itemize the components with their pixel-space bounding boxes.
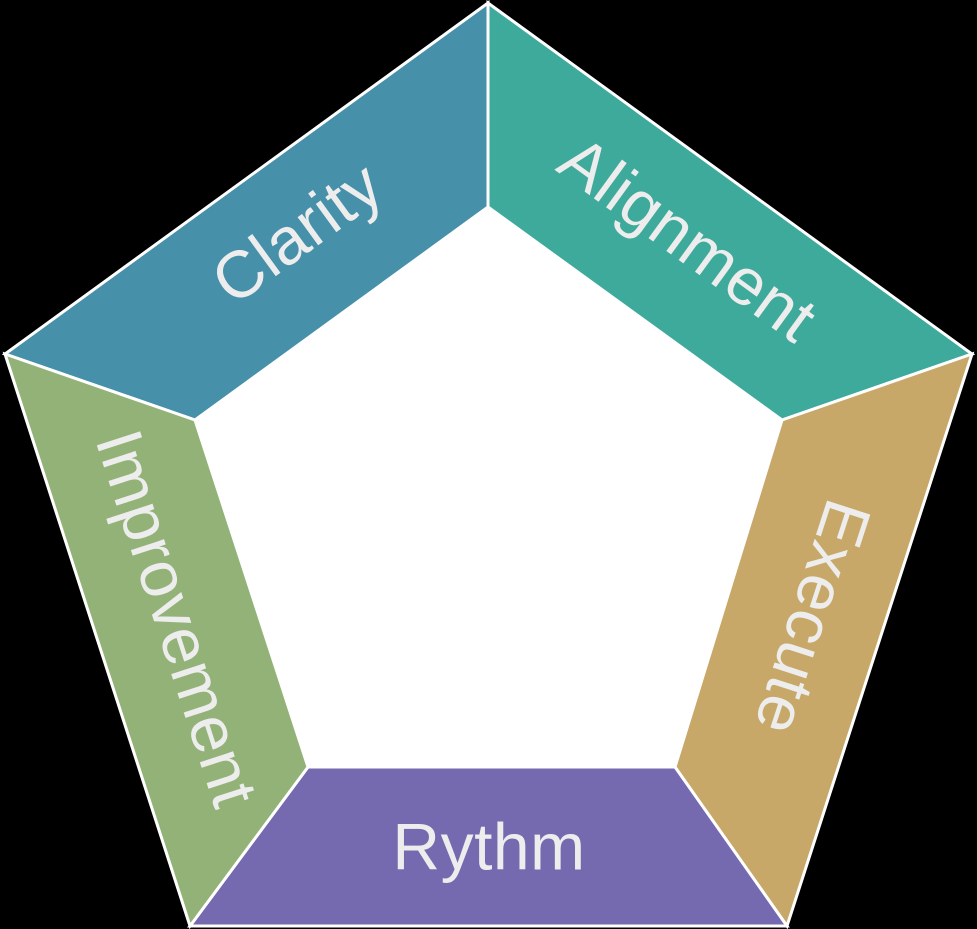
segment-clarity[interactable]: Clarity	[1, 0, 490, 422]
segment-improvement-shape[interactable]	[2, 351, 310, 929]
center-hub	[195, 207, 782, 767]
segment-rythm[interactable]: Rythm	[187, 765, 790, 928]
segment-alignment[interactable]: Alignment	[486, 0, 976, 422]
segment-rythm-label: Rythm	[392, 809, 585, 883]
